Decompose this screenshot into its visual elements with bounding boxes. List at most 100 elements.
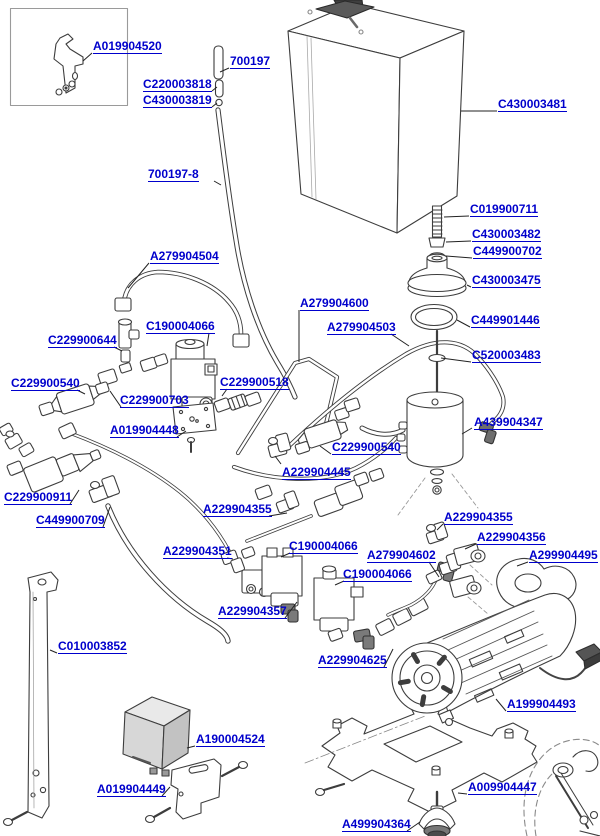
leader-line xyxy=(102,506,111,528)
rubber-mount-part xyxy=(418,790,456,836)
part-link-solenoid-valve-2[interactable]: C190004066 xyxy=(289,539,358,554)
part-link-fitting-block-357[interactable]: A229904357 xyxy=(218,604,287,619)
part-link-tee-fitting[interactable]: C229900644 xyxy=(48,333,117,348)
part-link-elbow-355b[interactable]: A229904355 xyxy=(444,510,513,525)
pump-motor-part xyxy=(391,593,600,727)
part-link-tube-short[interactable]: 700197 xyxy=(230,54,271,69)
rubber-tube xyxy=(105,503,231,644)
part-link-elbow-709[interactable]: C449900709 xyxy=(36,513,105,528)
fitting-356-part xyxy=(449,543,493,615)
leader-lines xyxy=(49,52,529,832)
part-link-valve-rod[interactable]: C520003483 xyxy=(472,348,541,363)
leader-line xyxy=(516,561,529,567)
part-link-solenoid-valve-3[interactable]: C190004066 xyxy=(343,567,412,582)
leader-line xyxy=(456,319,471,328)
part-link-elbow-445[interactable]: A229904445 xyxy=(282,465,351,480)
part-link-pipe-middle-b[interactable]: A279904503 xyxy=(327,320,396,335)
leader-line xyxy=(211,86,218,92)
leader-line xyxy=(82,52,93,62)
part-link-spring[interactable]: C019900711 xyxy=(470,202,539,217)
part-link-washer[interactable]: C449900702 xyxy=(473,244,542,259)
part-link-o-ring[interactable]: C449901446 xyxy=(471,313,540,328)
leader-line xyxy=(457,792,468,795)
leader-line xyxy=(495,698,507,712)
part-link-fitting-703[interactable]: C229900703 xyxy=(120,393,189,408)
part-link-air-cylinder[interactable]: A439904347 xyxy=(474,415,543,430)
part-link-filter-fitting-1[interactable]: C229900540 xyxy=(11,376,80,391)
pipe-middle-a-part xyxy=(235,356,340,456)
leader-line xyxy=(206,332,210,347)
probe-parts xyxy=(552,750,600,836)
tee-fitting-part xyxy=(117,318,140,374)
part-link-solenoid-valve-1[interactable]: C190004066 xyxy=(146,319,215,334)
pipe-top-part xyxy=(114,269,250,348)
part-link-valve-plate[interactable]: A019904448 xyxy=(110,423,179,438)
part-link-tube-long[interactable]: 700197-8 xyxy=(148,167,199,182)
part-link-expansion-valve[interactable]: C229900911 xyxy=(4,490,73,505)
part-link-pipe-middle-a[interactable]: A279904600 xyxy=(300,296,369,311)
air-cylinder-part xyxy=(396,391,497,516)
leader-line xyxy=(127,262,150,289)
part-link-tube-oring[interactable]: C430003819 xyxy=(143,93,212,108)
leader-line xyxy=(213,180,222,186)
part-link-pump-clamp[interactable]: A299904495 xyxy=(529,548,598,563)
part-link-support-bracket[interactable]: C010003852 xyxy=(58,639,127,654)
part-link-filter-fitting-2[interactable]: C229900540 xyxy=(332,440,401,455)
part-link-pipe-351[interactable]: A229904351 xyxy=(163,544,232,559)
tube-insert-part xyxy=(214,79,224,98)
ghost-outline xyxy=(523,738,600,836)
part-link-pipe-602[interactable]: A279904602 xyxy=(367,548,436,563)
leader-line xyxy=(284,601,298,619)
part-link-pump-motor[interactable]: A199904493 xyxy=(507,697,576,712)
elbow-445-part xyxy=(267,432,292,458)
part-link-tank-valve-seat[interactable]: C430003475 xyxy=(472,273,541,288)
tube-long-part xyxy=(215,107,298,400)
fitting-703-part xyxy=(97,353,169,387)
elbow-355b-part xyxy=(425,521,462,576)
leader-line xyxy=(436,523,444,531)
leader-line xyxy=(445,255,473,259)
part-link-fitting-chain-625[interactable]: A229904625 xyxy=(318,653,387,668)
leader-line xyxy=(219,67,230,73)
part-link-pump-bracket[interactable]: A009904447 xyxy=(468,780,537,795)
leader-line xyxy=(221,388,228,397)
filter-fitting-1-part xyxy=(38,381,110,417)
pipe-middle-b-part xyxy=(231,340,506,481)
part-link-elbow-pipe-355a[interactable]: A229904355 xyxy=(203,502,272,517)
part-link-water-tank[interactable]: C430003481 xyxy=(498,97,567,112)
pump-bracket-part xyxy=(304,697,538,814)
o-ring-part xyxy=(410,303,458,331)
part-link-rubber-mount[interactable]: A499904364 xyxy=(342,817,411,832)
leader-line xyxy=(69,489,80,505)
part-link-fitting-518[interactable]: C229900518 xyxy=(220,375,289,390)
fitting-chain-625-part xyxy=(353,597,429,650)
control-box-part xyxy=(122,696,191,777)
leader-line xyxy=(466,284,472,288)
part-link-control-box[interactable]: A190004524 xyxy=(196,732,265,747)
pump-connector xyxy=(575,643,600,662)
leader-line xyxy=(428,561,440,578)
support-bracket-part xyxy=(2,571,59,827)
leader-line xyxy=(406,821,421,832)
part-link-fitting-356[interactable]: A229904356 xyxy=(477,530,546,545)
part-link-top-bracket[interactable]: A019904520 xyxy=(93,39,162,54)
pipe-351-part xyxy=(58,422,256,574)
leader-line xyxy=(461,427,473,435)
fitting-518-part xyxy=(213,391,262,413)
leader-line xyxy=(390,333,410,347)
part-link-control-box-bracket[interactable]: A019904449 xyxy=(97,782,166,797)
leader-line xyxy=(268,512,288,517)
valve-plate-part xyxy=(172,402,217,453)
inset-box xyxy=(9,7,129,107)
leader-line xyxy=(445,240,472,243)
part-link-pipe-top[interactable]: A279904504 xyxy=(150,249,219,264)
leader-line xyxy=(383,648,394,668)
leader-line xyxy=(443,215,470,218)
leader-line xyxy=(211,102,218,108)
leader-line xyxy=(49,649,58,654)
water-tank-part xyxy=(287,0,465,234)
leader-line xyxy=(280,552,291,558)
part-link-nut[interactable]: C430003482 xyxy=(472,227,541,242)
part-link-tube-insert[interactable]: C220003818 xyxy=(143,77,212,92)
